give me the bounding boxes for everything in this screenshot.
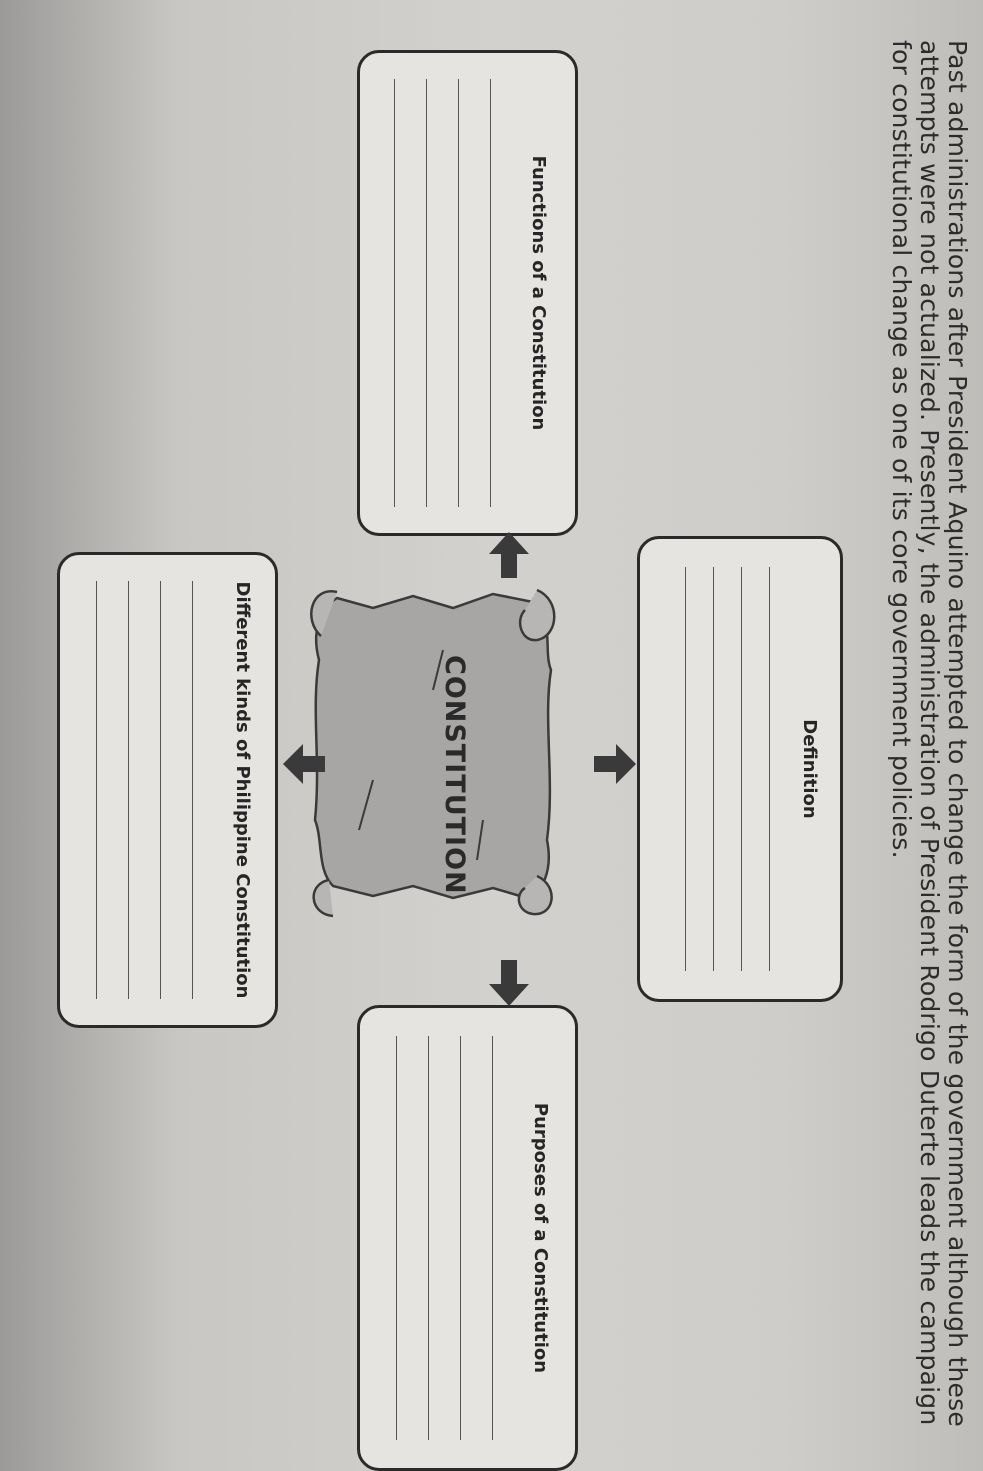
definition-box: Definition — [637, 536, 843, 1002]
answer-line[interactable] — [458, 79, 459, 507]
answer-line[interactable] — [741, 567, 742, 971]
definition-title: Definition — [799, 719, 820, 819]
intro-paragraph: Past administrations after President Aqu… — [887, 40, 972, 1436]
constitution-label: CONSTITUTION — [439, 655, 470, 895]
purposes-title: Purposes of a Constitution — [530, 1102, 551, 1374]
answer-line[interactable] — [713, 567, 714, 971]
paragraph-line-1: Past administrations after President Aqu… — [943, 40, 972, 1427]
purposes-box: Purposes of a Constitution — [357, 1005, 578, 1471]
constitution-scroll — [310, 588, 556, 918]
functions-title: Functions of a Constitution — [528, 155, 549, 431]
functions-box: Functions of a Constitution — [357, 50, 578, 536]
answer-line[interactable] — [460, 1036, 461, 1440]
answer-line[interactable] — [96, 581, 97, 999]
paragraph-line-2: attempts were not actualized. Presently,… — [915, 40, 944, 1426]
answer-line[interactable] — [490, 79, 491, 507]
answer-line[interactable] — [492, 1036, 493, 1440]
answer-line[interactable] — [396, 1036, 397, 1440]
kinds-box: Different kinds of Philippine Constituti… — [57, 552, 278, 1028]
answer-line[interactable] — [394, 79, 395, 507]
answer-line[interactable] — [160, 581, 161, 999]
kinds-title: Different kinds of Philippine Constituti… — [232, 581, 253, 999]
answer-line[interactable] — [685, 567, 686, 971]
answer-line[interactable] — [192, 581, 193, 999]
arrow-up-icon — [594, 744, 636, 784]
arrow-right-icon — [489, 960, 529, 1006]
answer-line[interactable] — [426, 79, 427, 507]
worksheet-page: Past administrations after President Aqu… — [57, 40, 972, 1471]
paragraph-line-3: for constitutional change as one of its … — [887, 40, 916, 859]
arrow-down-icon — [283, 744, 325, 784]
arrow-left-icon — [489, 532, 529, 578]
answer-line[interactable] — [128, 581, 129, 999]
answer-line[interactable] — [769, 567, 770, 971]
answer-line[interactable] — [428, 1036, 429, 1440]
